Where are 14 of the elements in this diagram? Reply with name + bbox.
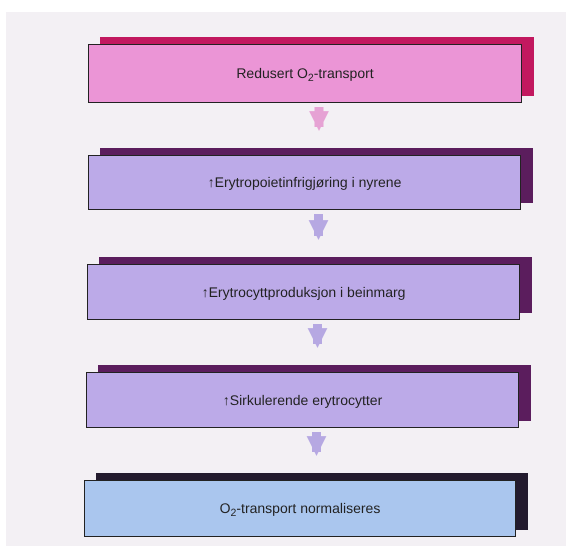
process-box: [86, 372, 519, 428]
arrow: [306, 432, 326, 456]
arrow: [309, 107, 329, 131]
arrow: [308, 324, 328, 348]
box-text: ↑Sirkulerende erytrocytter: [222, 390, 382, 410]
process-box: [88, 155, 521, 210]
box-text: ↑Erytropoietinfrigjøring i nyrene: [208, 173, 402, 192]
process-box: [87, 264, 520, 320]
process-box: [84, 480, 516, 537]
box-text: Redusert O$_{2}$-transport: [236, 64, 374, 84]
box-text: O$_{2}$-transport normaliseres: [220, 499, 380, 519]
process-box: [88, 44, 522, 103]
box-text: ↑Erytrocyttproduksjon i beinmarg: [202, 282, 406, 302]
arrow: [308, 214, 328, 240]
